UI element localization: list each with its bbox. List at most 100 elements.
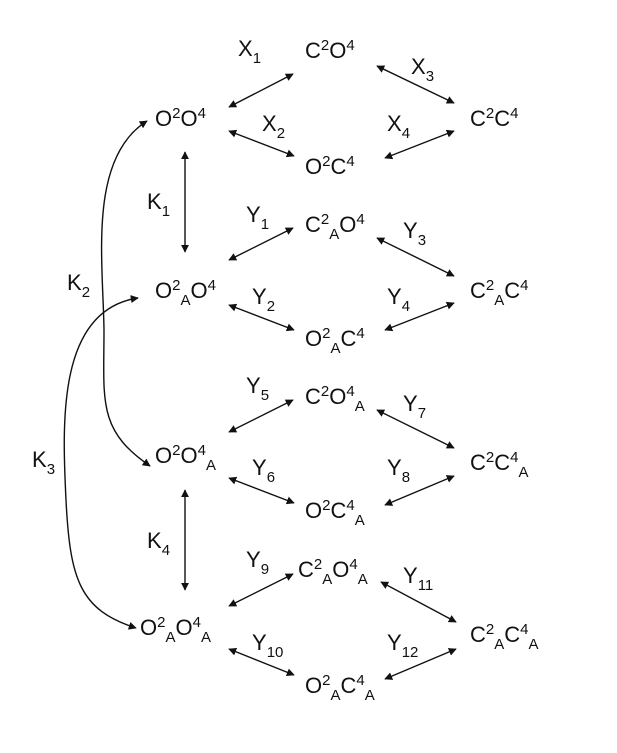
node-o2-c4a: O2C4A xyxy=(305,497,365,529)
label-base: K xyxy=(32,447,47,472)
node-part: O xyxy=(190,278,207,303)
edge-k2 xyxy=(100,120,151,467)
label-y12: Y12 xyxy=(387,630,418,661)
edge-y4 xyxy=(384,301,455,332)
node-part: O xyxy=(180,443,197,468)
label-index: 11 xyxy=(418,577,434,594)
label-k2: K2 xyxy=(67,270,90,301)
node-part: O xyxy=(332,557,349,582)
node-c2-c4a: C2C4A xyxy=(470,449,528,481)
node-part: C xyxy=(330,498,346,523)
label-x4: X4 xyxy=(387,111,410,142)
edge-y3 xyxy=(376,237,455,277)
node-part: 2 xyxy=(172,442,180,459)
label-y6: Y6 xyxy=(252,455,275,486)
label-index: 1 xyxy=(261,216,269,233)
node-part: A xyxy=(528,636,538,653)
edge-y5 xyxy=(228,399,294,433)
label-base: Y xyxy=(246,202,261,227)
node-part: 4 xyxy=(520,277,528,294)
node-part: O xyxy=(175,615,192,640)
node-part: 4 xyxy=(198,105,206,122)
node-part: C xyxy=(305,384,321,409)
label-base: Y xyxy=(246,373,261,398)
node-o2a-o4a: O2AO4A xyxy=(140,614,211,646)
node-part: C xyxy=(470,450,486,475)
node-part: 2 xyxy=(486,621,494,638)
node-part: C xyxy=(504,278,520,303)
node-part: C xyxy=(340,326,356,351)
node-part: O xyxy=(305,326,322,351)
label-base: Y xyxy=(387,455,402,480)
edge-y8 xyxy=(384,475,455,506)
node-part: 4 xyxy=(346,37,354,54)
label-base: Y xyxy=(403,563,418,588)
label-y11: Y11 xyxy=(403,563,433,594)
label-index: 1 xyxy=(253,50,261,67)
label-base: K xyxy=(67,270,82,295)
node-part: C xyxy=(494,450,510,475)
label-index: 9 xyxy=(261,561,269,578)
label-y9: Y9 xyxy=(246,547,269,578)
label-index: 12 xyxy=(402,644,419,661)
node-part: A xyxy=(518,464,528,481)
edge-y10 xyxy=(228,647,295,677)
node-part: A xyxy=(365,687,375,704)
node-part: C xyxy=(470,278,486,303)
edge-y1 xyxy=(228,227,294,261)
label-index: 3 xyxy=(47,461,55,478)
node-part: 4 xyxy=(346,383,354,400)
node-c2o4: C2O4 xyxy=(305,37,355,63)
edge-y9 xyxy=(228,573,294,607)
node-c2a-c4a: C2AC4A xyxy=(470,621,539,653)
label-y3: Y3 xyxy=(403,218,426,249)
node-part: O xyxy=(180,106,197,131)
node-o2a-o4: O2AO4 xyxy=(155,277,216,309)
label-x1: X1 xyxy=(238,36,261,67)
label-base: K xyxy=(147,528,162,553)
node-part: A xyxy=(330,340,340,357)
node-o2c4: O2C4 xyxy=(305,153,355,179)
node-part: O xyxy=(140,615,157,640)
node-part: C xyxy=(470,622,486,647)
label-base: X xyxy=(387,111,402,136)
node-part: C xyxy=(305,38,321,63)
label-base: Y xyxy=(387,284,402,309)
label-index: 2 xyxy=(82,284,90,301)
edge-y11 xyxy=(380,581,457,623)
node-c2a-o4: C2AO4 xyxy=(305,211,365,243)
node-part: C xyxy=(298,557,314,582)
node-o2a-c4a: O2AC4A xyxy=(305,672,375,704)
node-part: 4 xyxy=(349,556,357,573)
node-part: 2 xyxy=(322,672,330,689)
node-part: 2 xyxy=(486,277,494,294)
label-base: Y xyxy=(403,218,418,243)
node-part: 2 xyxy=(172,105,180,122)
edge-x1 xyxy=(228,73,294,108)
label-index: 4 xyxy=(402,298,410,315)
node-part: 2 xyxy=(314,556,322,573)
node-part: A xyxy=(494,636,504,653)
edge-y2 xyxy=(228,303,295,332)
label-index: 2 xyxy=(277,125,285,142)
node-part: O xyxy=(155,278,172,303)
node-part: C xyxy=(504,622,520,647)
node-part: 2 xyxy=(172,277,180,294)
label-index: 5 xyxy=(261,387,269,404)
node-part: C xyxy=(340,673,356,698)
label-base: Y xyxy=(252,284,267,309)
node-part: A xyxy=(201,629,211,646)
node-part: O xyxy=(305,673,322,698)
node-part: O xyxy=(329,384,346,409)
label-y2: Y2 xyxy=(252,284,275,315)
label-base: Y xyxy=(387,630,402,655)
label-base: X xyxy=(411,54,426,79)
label-base: X xyxy=(262,111,277,136)
node-part: A xyxy=(358,571,368,588)
node-o2-o4a: O2O4A xyxy=(155,442,216,474)
node-part: O xyxy=(155,443,172,468)
edge-y7 xyxy=(376,409,455,449)
label-k4: K4 xyxy=(147,528,170,559)
node-part: C xyxy=(305,212,321,237)
